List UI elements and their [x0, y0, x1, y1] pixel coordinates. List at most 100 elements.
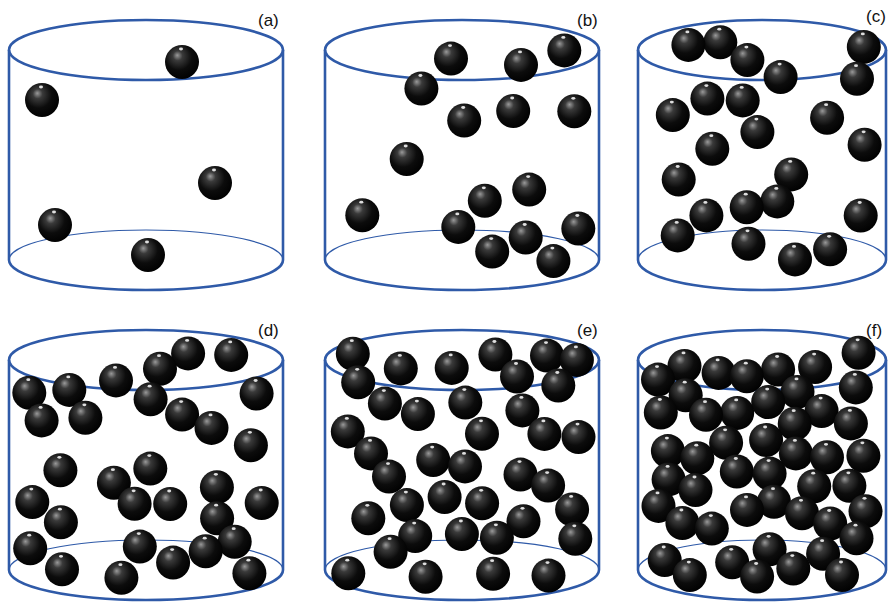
sphere — [465, 486, 499, 520]
sphere — [740, 560, 774, 594]
sphere — [749, 423, 783, 457]
sphere — [512, 173, 546, 207]
sphere — [844, 199, 878, 233]
sphere — [778, 242, 812, 276]
sphere — [661, 218, 695, 252]
sphere — [662, 163, 696, 197]
sphere — [810, 101, 844, 135]
sphere — [689, 398, 723, 432]
sphere — [536, 244, 570, 278]
sphere — [195, 411, 229, 445]
sphere — [848, 128, 882, 162]
sphere — [390, 142, 424, 176]
sphere — [496, 94, 530, 128]
sphere — [104, 561, 138, 595]
sphere — [846, 439, 880, 473]
sphere — [189, 534, 223, 568]
sphere — [441, 210, 475, 244]
panel-label: (f) — [866, 322, 882, 339]
sphere — [134, 382, 168, 416]
sphere — [730, 190, 764, 224]
sphere — [547, 33, 581, 67]
sphere — [730, 43, 764, 77]
sphere — [720, 396, 754, 430]
sphere — [562, 420, 596, 454]
sphere — [447, 104, 481, 138]
sphere — [847, 30, 881, 64]
sphere — [345, 198, 379, 232]
sphere — [390, 488, 424, 522]
sphere — [527, 417, 561, 451]
sphere — [13, 531, 47, 565]
sphere — [99, 363, 133, 397]
sphere — [732, 227, 766, 261]
sphere — [476, 557, 510, 591]
sphere — [409, 560, 443, 594]
sphere — [679, 473, 713, 507]
sphere — [695, 132, 729, 166]
sphere — [680, 441, 714, 475]
sphere — [232, 556, 266, 590]
sphere — [416, 443, 450, 477]
sphere — [656, 98, 690, 132]
sphere — [404, 72, 438, 106]
sphere — [384, 351, 418, 385]
sphere — [480, 521, 514, 555]
sphere — [690, 82, 724, 116]
panel-label: (b) — [577, 12, 598, 29]
sphere — [374, 535, 408, 569]
sphere — [165, 398, 199, 432]
sphere — [500, 360, 534, 394]
sphere — [541, 369, 575, 403]
sphere — [665, 506, 699, 540]
sphere — [156, 546, 190, 580]
sphere — [240, 377, 274, 411]
sphere — [44, 505, 78, 539]
sphere — [813, 232, 847, 266]
sphere — [25, 83, 59, 117]
sphere — [751, 385, 785, 419]
sphere — [68, 401, 102, 435]
sphere — [123, 530, 157, 564]
sphere — [555, 492, 589, 526]
cylinder — [638, 20, 886, 290]
sphere — [720, 455, 754, 489]
sphere — [133, 452, 167, 486]
sphere — [218, 525, 252, 559]
sphere — [695, 512, 729, 546]
sphere — [760, 184, 794, 218]
sphere — [509, 221, 543, 255]
sphere — [840, 62, 874, 96]
sphere — [336, 337, 370, 371]
sphere — [561, 212, 595, 246]
sphere — [468, 184, 502, 218]
sphere — [448, 386, 482, 420]
sphere — [165, 45, 199, 79]
cylinder — [325, 20, 599, 290]
cylinder — [9, 330, 283, 600]
sphere — [448, 449, 482, 483]
panel-label: (c) — [866, 8, 886, 25]
sphere — [689, 198, 723, 232]
sphere — [131, 238, 165, 272]
sphere — [558, 522, 592, 556]
sphere — [118, 487, 152, 521]
sphere — [740, 115, 774, 149]
sphere — [372, 460, 406, 494]
sphere — [368, 387, 402, 421]
sphere — [43, 453, 77, 487]
sphere — [530, 339, 564, 373]
sphere — [434, 42, 468, 76]
panel-label: (d) — [258, 322, 279, 339]
sphere — [730, 493, 764, 527]
sphere — [532, 559, 566, 593]
sphere — [435, 351, 469, 385]
sphere — [475, 235, 509, 269]
sphere — [331, 556, 365, 590]
panel-label: (e) — [577, 322, 598, 339]
sphere — [351, 501, 385, 535]
sphere — [644, 396, 678, 430]
sphere — [764, 60, 798, 94]
sphere — [245, 486, 279, 520]
sphere — [726, 83, 760, 117]
